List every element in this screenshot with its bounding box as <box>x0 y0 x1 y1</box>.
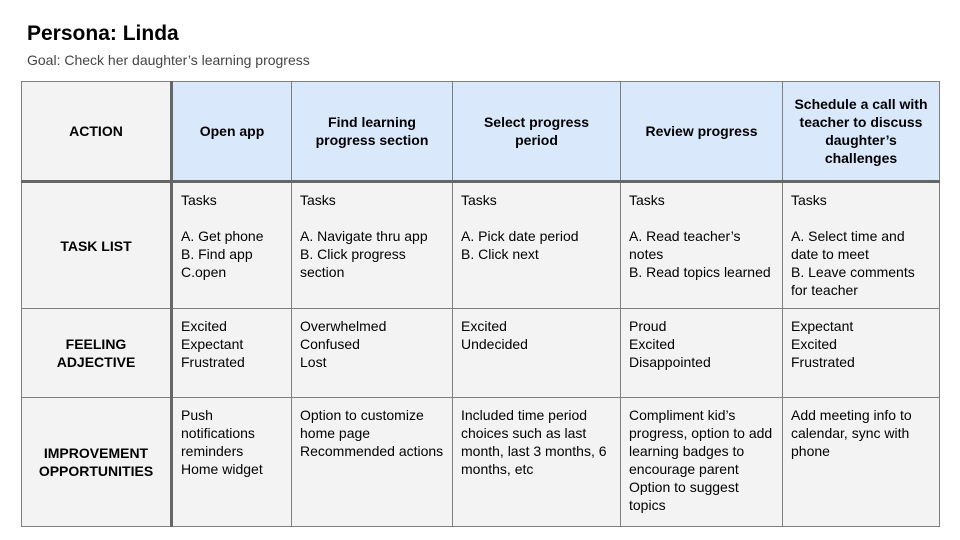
cell-text: Compliment kid’s progress, option to add… <box>629 407 773 477</box>
cell-text: A. Navigate thru app <box>300 228 428 244</box>
table-cell: Included time period choices such as las… <box>452 397 621 527</box>
cell-text: Add meeting info to calendar, sync with … <box>791 407 912 459</box>
row-label: FEELING ADJECTIVE <box>21 308 173 398</box>
cell-text: Expectant <box>791 318 854 334</box>
stage-header: Open app <box>171 81 292 183</box>
table-cell: Tasks A. Read teacher’s notes B. Read topi… <box>620 181 783 309</box>
cell-text: Push notifications reminders <box>181 407 255 459</box>
cell-text: B. Leave comments for teacher <box>791 264 915 298</box>
cell-text: Excited <box>181 318 227 334</box>
persona-title: Persona: Linda <box>27 22 179 45</box>
cell-text: Tasks <box>300 192 336 208</box>
stage-header: Review progress <box>620 81 783 183</box>
table-cell: Compliment kid’s progress, option to add… <box>620 397 783 527</box>
cell-text: Confused <box>300 336 360 352</box>
cell-text: Tasks <box>461 192 497 208</box>
cell-text: Recommended actions <box>300 443 444 459</box>
cell-text: Tasks <box>181 192 217 208</box>
cell-text: Tasks <box>629 192 665 208</box>
cell-text: Lost <box>300 354 327 370</box>
cell-text: B. Click progress section <box>300 246 406 280</box>
cell-text: Undecided <box>461 336 528 352</box>
cell-text: Home widget <box>181 461 263 477</box>
persona-goal: Goal: Check her daughter’s learning prog… <box>27 52 310 68</box>
row-label: IMPROVEMENT OPPORTUNITIES <box>21 397 173 527</box>
journey-map-table: ACTION Open app Find learning progress s… <box>21 81 940 527</box>
row-label: TASK LIST <box>21 181 173 309</box>
cell-text: Tasks <box>791 192 827 208</box>
cell-text: Option to suggest topics <box>629 479 739 513</box>
cell-text: Frustrated <box>181 354 245 370</box>
cell-text: Excited <box>461 318 507 334</box>
cell-text: B. Click next <box>461 246 539 262</box>
cell-text: B. Find app <box>181 246 253 262</box>
cell-text: Excited <box>791 336 837 352</box>
cell-text: Proud <box>629 318 667 334</box>
cell-text: Excited <box>629 336 675 352</box>
table-cell: Add meeting info to calendar, sync with … <box>782 397 940 527</box>
cell-text: Disappointed <box>629 354 711 370</box>
cell-text: Expectant <box>181 336 244 352</box>
cell-text: Frustrated <box>791 354 855 370</box>
stage-header: Select progress period <box>452 81 621 183</box>
cell-text: Option to customize home page <box>300 407 424 441</box>
cell-text: C.open <box>181 264 227 280</box>
table-cell: Tasks A. Navigate thru app B. Click progre… <box>291 181 453 309</box>
stage-header: Schedule a call with teacher to discuss … <box>782 81 940 183</box>
table-cell: Tasks A. Pick date period B. Click next <box>452 181 621 309</box>
header-row: ACTION Open app Find learning progress s… <box>21 81 940 183</box>
stage-header: Find learning progress section <box>291 81 453 183</box>
cell-text: Overwhelmed <box>300 318 387 334</box>
cell-text: B. Read topics learned <box>629 264 771 280</box>
corner-label: ACTION <box>21 81 173 183</box>
cell-text: A. Get phone <box>181 228 264 244</box>
cell-text: A. Select time and date to meet <box>791 228 905 262</box>
cell-text: Included time period choices such as las… <box>461 407 607 477</box>
cell-text: A. Pick date period <box>461 228 579 244</box>
cell-text: A. Read teacher’s notes <box>629 228 741 262</box>
